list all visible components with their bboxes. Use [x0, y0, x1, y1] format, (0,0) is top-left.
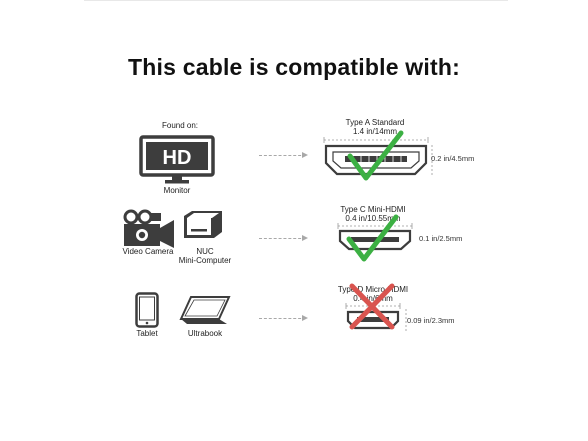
hdmi-mini-port-icon — [338, 229, 412, 251]
video-camera-icon — [123, 209, 174, 248]
type-d-width: 0.4 in/6mm — [353, 294, 393, 303]
monitor-hd-icon: HD — [139, 135, 215, 184]
top-divider — [84, 0, 508, 1]
type-d-name: Type D Micro-HDMI — [337, 285, 409, 294]
type-a-height: 0.2 in/4.5mm — [431, 154, 475, 163]
nuc-label: NUC — [196, 247, 214, 256]
found-on-label: Found on: — [161, 121, 199, 130]
monitor-screen-text: HD — [163, 147, 192, 169]
type-c-height: 0.1 in/2.5mm — [419, 234, 463, 243]
ultrabook-icon — [179, 296, 231, 324]
type-a-name: Type A Standard — [345, 118, 405, 127]
dimension-line-icon — [323, 137, 429, 143]
check-icon — [346, 214, 399, 262]
dimension-line-icon — [431, 145, 433, 175]
video-camera-label: Video Camera — [122, 247, 174, 256]
dimension-line-icon — [337, 223, 413, 229]
cross-icon — [349, 283, 395, 330]
page-title: This cable is compatible with: — [128, 54, 460, 80]
check-icon — [347, 130, 404, 181]
type-c-name: Type C Mini-HDMI — [340, 205, 406, 214]
arrow-row-2 — [259, 235, 308, 241]
monitor-label: Monitor — [163, 186, 191, 195]
tablet-label: Tablet — [136, 329, 158, 338]
arrow-row-3 — [259, 315, 308, 321]
mini-computer-icon — [184, 211, 222, 238]
type-a-width: 1.4 in/14mm — [352, 127, 398, 136]
arrow-row-1 — [259, 152, 308, 158]
type-d-height: 0.09 in/2.3mm — [407, 316, 455, 325]
dimension-line-icon — [345, 303, 401, 309]
type-c-width: 0.4 in/10.55mm — [345, 214, 401, 223]
tablet-icon — [135, 292, 159, 328]
ultrabook-label: Ultrabook — [187, 329, 223, 338]
mini-computer-label: Mini-Computer — [178, 256, 232, 265]
